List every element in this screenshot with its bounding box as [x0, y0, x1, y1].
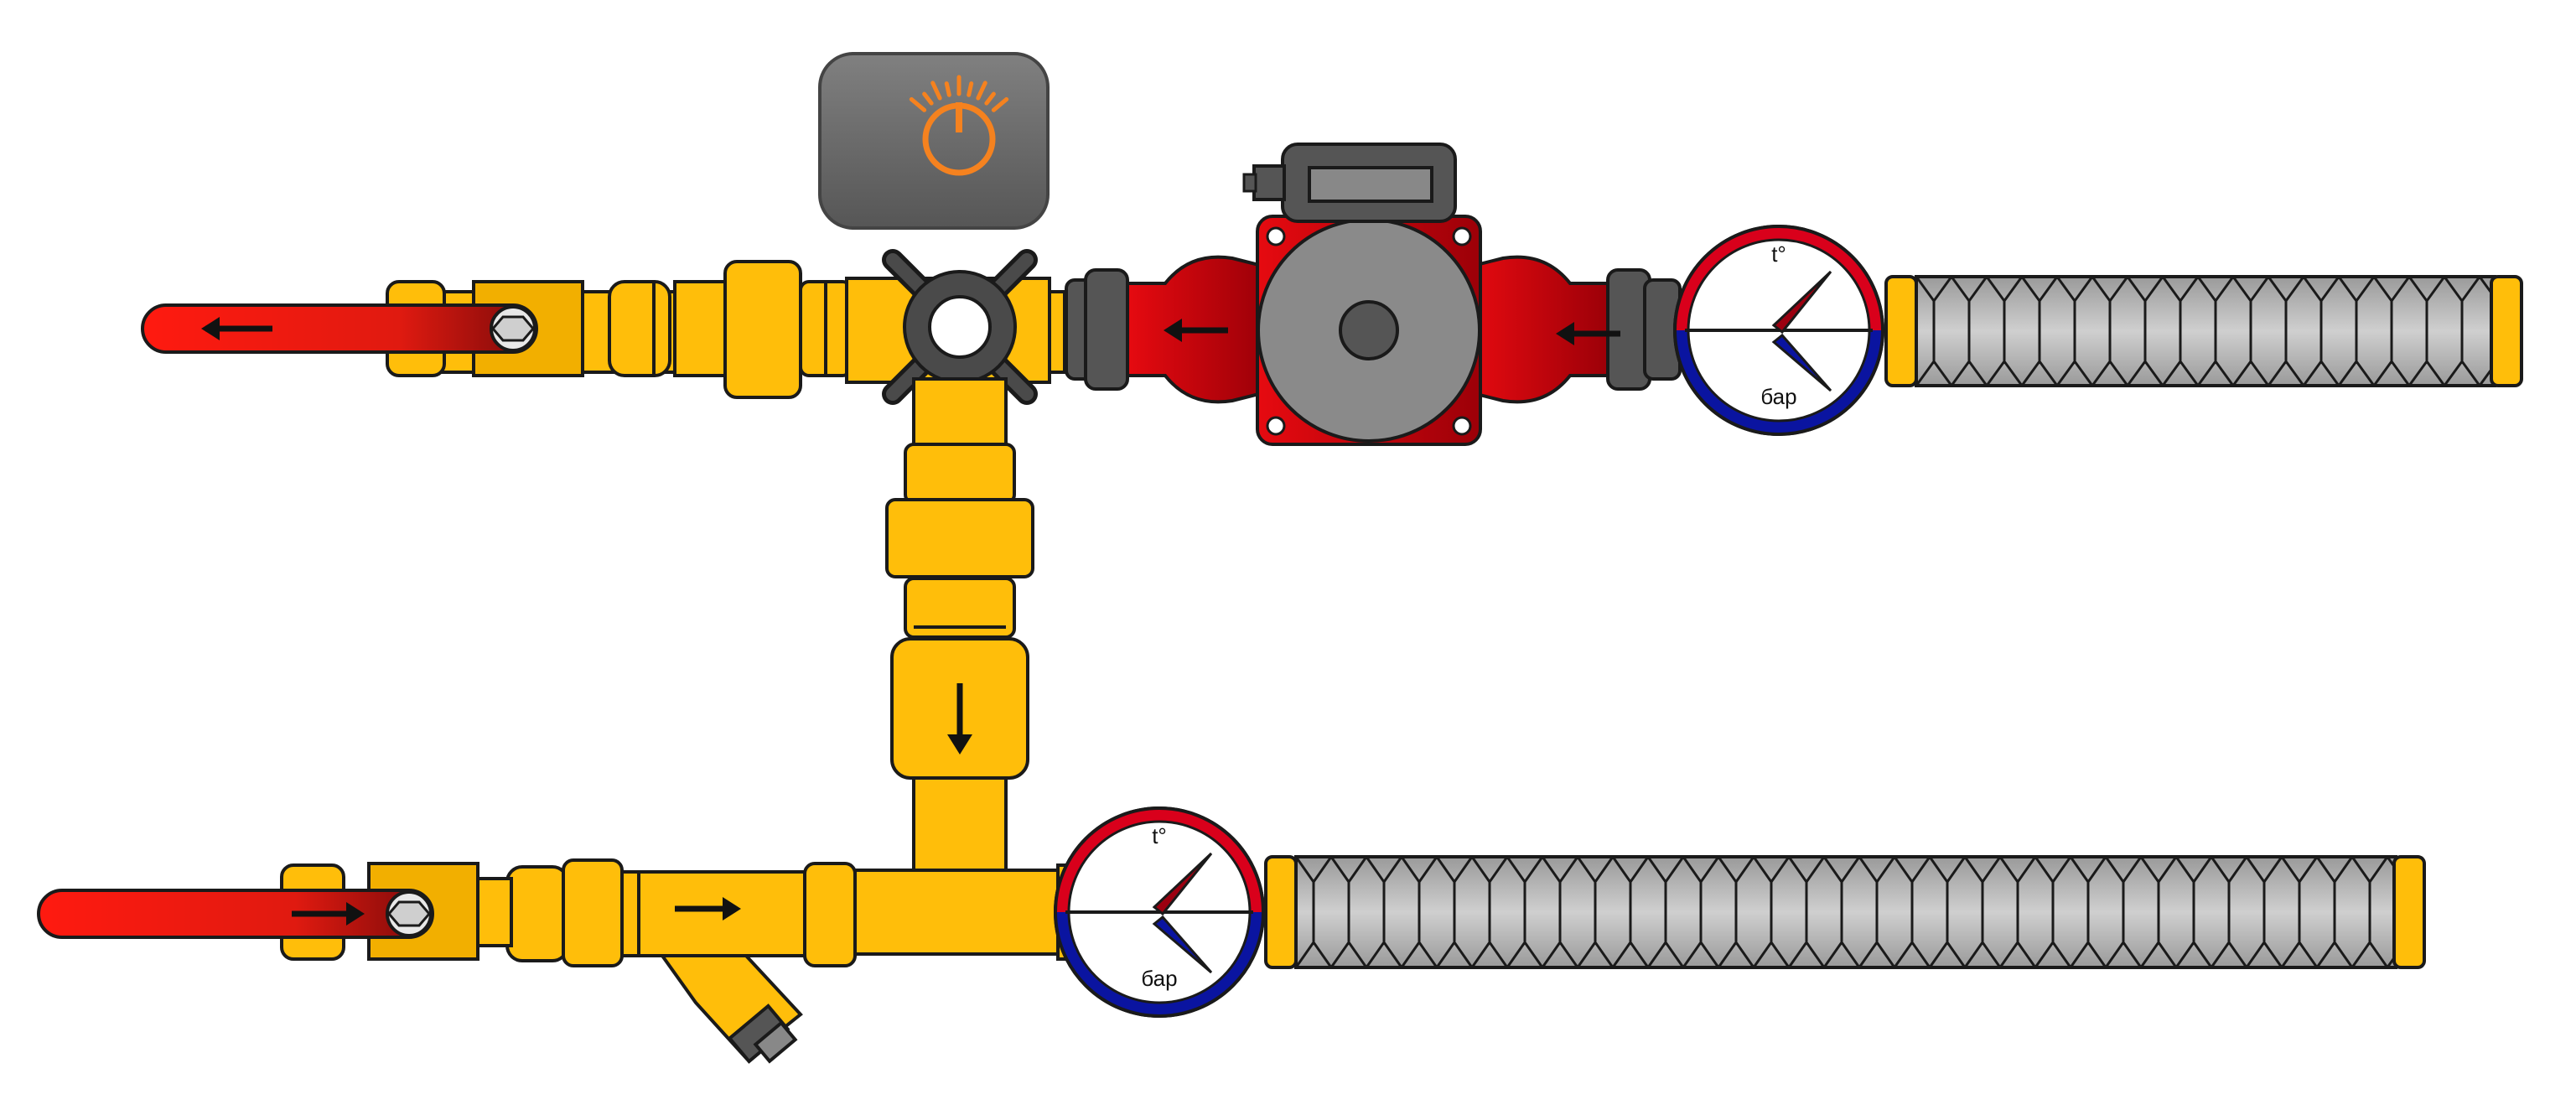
upper-thermomanometer: t° бар — [1673, 225, 1884, 436]
lower-tee-body — [853, 869, 1066, 956]
bypass-lower-pipe — [912, 776, 1008, 879]
lower-hose-left-fitting — [1264, 855, 1298, 969]
lower-valve-stem — [476, 877, 513, 947]
thermostat-dial-icon[interactable] — [909, 75, 1009, 176]
lower-gauge-pressure-label: бар — [1141, 966, 1177, 991]
hose-rib-lines — [1294, 856, 2424, 968]
lower-valve-nut-2 — [562, 858, 624, 967]
three-way-mixing-valve[interactable] — [845, 249, 1051, 405]
dial-tick — [984, 91, 996, 106]
hose-rib-lines — [1915, 276, 2516, 386]
bypass-check-valve — [890, 637, 1029, 780]
lower-flexible-hose — [1264, 855, 2426, 969]
lower-hose-corrugation — [1294, 856, 2424, 968]
upper-flexible-hose — [1884, 275, 2523, 387]
lower-valve-handle[interactable] — [37, 889, 434, 939]
upper-pressure-needle-icon — [1771, 333, 1832, 392]
upper-valve-nut — [608, 280, 671, 377]
bypass-union-nut — [885, 498, 1034, 578]
controller-housing — [818, 52, 1050, 230]
bypass-nipple — [904, 443, 1016, 505]
upper-valve-handle[interactable] — [141, 303, 538, 354]
lower-pressure-needle-icon — [1152, 915, 1213, 974]
pump-rotor-cap — [1339, 300, 1399, 360]
circulation-pump[interactable] — [1126, 143, 1620, 446]
bypass-branch — [885, 377, 1034, 879]
upper-valve-nut-2 — [673, 280, 727, 377]
dial-tick — [922, 91, 934, 106]
thermostatic-controller[interactable] — [818, 52, 1050, 230]
lower-handle-arrow-icon — [292, 902, 365, 926]
lower-temp-needle-icon — [1152, 852, 1213, 916]
upper-hose-right-fitting — [2490, 275, 2523, 387]
upper-gauge-cold-arc — [1676, 329, 1882, 433]
lower-gauge-cold-arc — [1056, 911, 1262, 1015]
lower-hose-right-fitting — [2392, 855, 2426, 969]
upper-hose-left-fitting — [1884, 275, 1918, 387]
upper-supply-line: t° бар — [141, 143, 2523, 446]
dial-tick — [909, 96, 927, 112]
mixing-valve-actuator-cross-icon — [882, 249, 1038, 405]
pump-left-union — [1065, 268, 1129, 391]
pump-flow-arrow-icon — [1164, 319, 1228, 342]
strainer-body — [619, 870, 806, 957]
lower-thermomanometer: t° бар — [1054, 806, 1265, 1018]
lower-valve-nut — [505, 865, 569, 962]
strainer-flow-arrow-icon — [675, 897, 741, 921]
dial-tick — [944, 81, 951, 97]
pump-inlet-flow-arrow-icon — [1556, 322, 1620, 345]
pump-right-union — [1606, 268, 1682, 391]
upper-gauge-hot-arc — [1676, 227, 1882, 331]
dial-tick — [976, 80, 987, 101]
y-strainer — [619, 862, 857, 1064]
dial-tick — [991, 96, 1009, 112]
dial-tick — [967, 81, 974, 97]
check-valve-arrow-icon — [947, 734, 972, 755]
upper-handle-arrow-icon — [201, 317, 272, 340]
upper-temp-needle-icon — [1771, 270, 1832, 334]
pump-inlet-volute-right — [1468, 255, 1609, 404]
pump-cable-gland — [1252, 164, 1286, 201]
lower-gauge-temp-label: t° — [1152, 823, 1167, 848]
upper-hose-corrugation — [1915, 276, 2516, 386]
upper-union-nut — [723, 260, 802, 399]
lower-gauge-hot-arc — [1056, 809, 1262, 913]
dial-tick — [930, 80, 942, 101]
upper-gauge-pressure-label: бар — [1760, 384, 1796, 409]
strainer-outlet-nut — [803, 862, 857, 967]
lower-return-line: t° бар — [37, 806, 2426, 1064]
upper-gauge-temp-label: t° — [1771, 241, 1786, 267]
